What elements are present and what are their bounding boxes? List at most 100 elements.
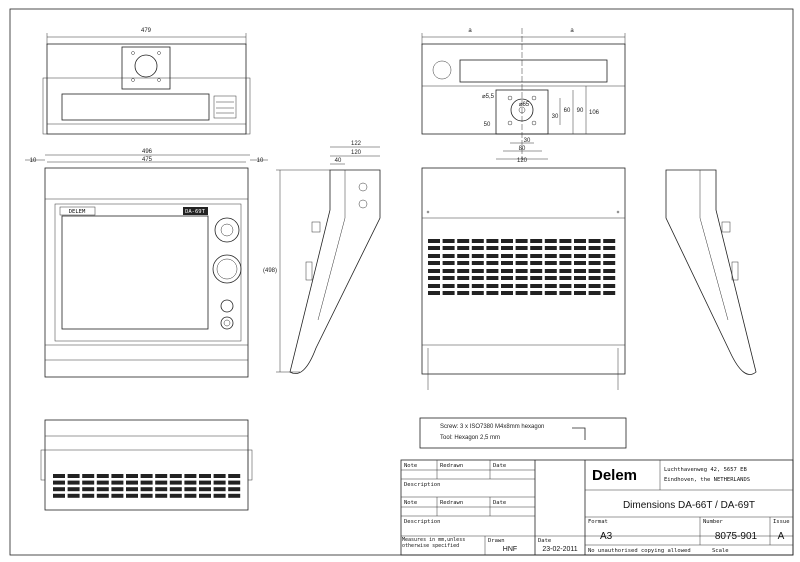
vent-slot	[471, 246, 484, 250]
vent-slot	[428, 239, 440, 243]
dim-front-outer: 496	[142, 149, 153, 155]
vent-slot	[82, 493, 95, 498]
vent-slot	[530, 254, 543, 258]
vent-slot	[53, 480, 65, 485]
vent-slot	[471, 254, 484, 258]
dim-side-gap-left: 10	[30, 158, 37, 164]
dim-rear-b: a	[570, 28, 574, 34]
vent-slot	[486, 254, 499, 258]
tb-copy-note: No unauthorised copying allowed	[588, 548, 691, 554]
vent-slot	[442, 291, 455, 295]
vent-slot	[199, 474, 211, 478]
dim-50: 50	[484, 122, 491, 128]
vent-slot	[471, 261, 484, 265]
vent-slot	[213, 474, 226, 478]
vent-slot	[544, 239, 557, 243]
knob-cluster	[213, 95, 237, 119]
vent-slot	[574, 254, 586, 258]
vent-slot	[96, 493, 109, 498]
vent-slot	[530, 284, 543, 288]
vent-slot	[603, 291, 616, 295]
vent-slot	[457, 239, 470, 243]
vent-slot	[530, 269, 543, 273]
vent-slot	[53, 493, 65, 498]
tb-measures-note: Measures in mm,unless otherwise specifie…	[402, 537, 466, 549]
dim-hole-d1: ⌀5,5	[482, 94, 495, 100]
vent-slot	[471, 284, 484, 288]
vent-slot	[515, 254, 528, 258]
vent-slot	[574, 276, 586, 280]
vent-slot	[155, 493, 168, 498]
vent-slot	[588, 254, 601, 258]
vent-slot	[486, 261, 499, 265]
vent-slot	[588, 246, 601, 250]
vent-slot	[67, 493, 80, 498]
vent-slot	[457, 246, 470, 250]
model-badge	[183, 207, 208, 215]
tb-format-label: Format	[588, 519, 608, 525]
company-address-2: Eindhoven, the NETHERLANDS	[664, 477, 750, 483]
vent-slot	[442, 246, 455, 250]
vent-slot	[155, 480, 168, 485]
vent-slot	[486, 246, 499, 250]
vent-slot	[155, 474, 168, 478]
vent-slot	[559, 276, 572, 280]
company-address-1: Luchthavenweg 42, 5657 EB	[664, 467, 747, 473]
rear-knob	[432, 60, 452, 80]
rear-view	[421, 167, 626, 390]
dim-front-inner: 475	[142, 157, 153, 163]
vent-slot	[559, 269, 572, 273]
front-view: 496 475 10 10 DELEM DA-69T	[25, 149, 268, 378]
note-line-1: Screw: 3 x ISO7380 M4x8mm hexagon	[440, 424, 544, 430]
tb-date-label-2: Date	[493, 500, 506, 506]
dim-side-depth-outer: 122	[351, 141, 362, 147]
vent-slot	[67, 480, 80, 485]
tb-description-label: Description	[404, 482, 440, 488]
tb-redrawn-label-2: Redrawn	[440, 500, 463, 506]
vent-slot	[457, 269, 470, 273]
dim-hole-d2: ⌀65	[519, 102, 530, 108]
vent-slot	[199, 487, 211, 492]
dim-top-width: 479	[141, 28, 152, 34]
vent-slot	[126, 493, 138, 498]
vent-slot	[515, 284, 528, 288]
vent-slot	[82, 487, 95, 492]
vent-slot	[111, 487, 124, 492]
tb-drawn-value: HNF	[503, 546, 517, 553]
vent-slot	[457, 291, 470, 295]
vent-slot	[588, 291, 601, 295]
vent-slot	[574, 291, 586, 295]
power-button	[220, 299, 234, 313]
vent-slot	[442, 254, 455, 258]
stop-button	[220, 316, 234, 330]
dim-90: 90	[577, 108, 584, 114]
dim-rear-a: a	[468, 28, 472, 34]
tb-date-value: 23-02-2011	[542, 546, 577, 553]
vent-slot	[111, 493, 124, 498]
tb-date-label: Date	[493, 463, 506, 469]
vent-slot	[82, 474, 95, 478]
vent-slot	[140, 493, 153, 498]
tb-issue-value: A	[778, 531, 785, 542]
vent-slot	[486, 284, 499, 288]
vent-slot	[544, 291, 557, 295]
vent-slot	[544, 261, 557, 265]
tb-number-value: 8075-901	[715, 531, 758, 542]
vent-slot	[428, 246, 440, 250]
vent-slot	[471, 276, 484, 280]
drawing-title: Dimensions DA-66T / DA-69T	[623, 500, 755, 511]
dim-30a: 30	[552, 114, 559, 120]
vent-slot	[428, 284, 440, 288]
vent-slot	[515, 291, 528, 295]
vent-slot	[228, 493, 241, 498]
vent-slot	[428, 269, 440, 273]
vent-slot	[574, 239, 586, 243]
vent-slot	[559, 261, 572, 265]
vent-slot	[501, 239, 513, 243]
vent-slot	[471, 269, 484, 273]
vent-slot	[501, 261, 513, 265]
vent-slot	[559, 239, 572, 243]
company-logo: Delem	[592, 467, 637, 484]
vent-slot	[457, 284, 470, 288]
vent-slot	[544, 269, 557, 273]
